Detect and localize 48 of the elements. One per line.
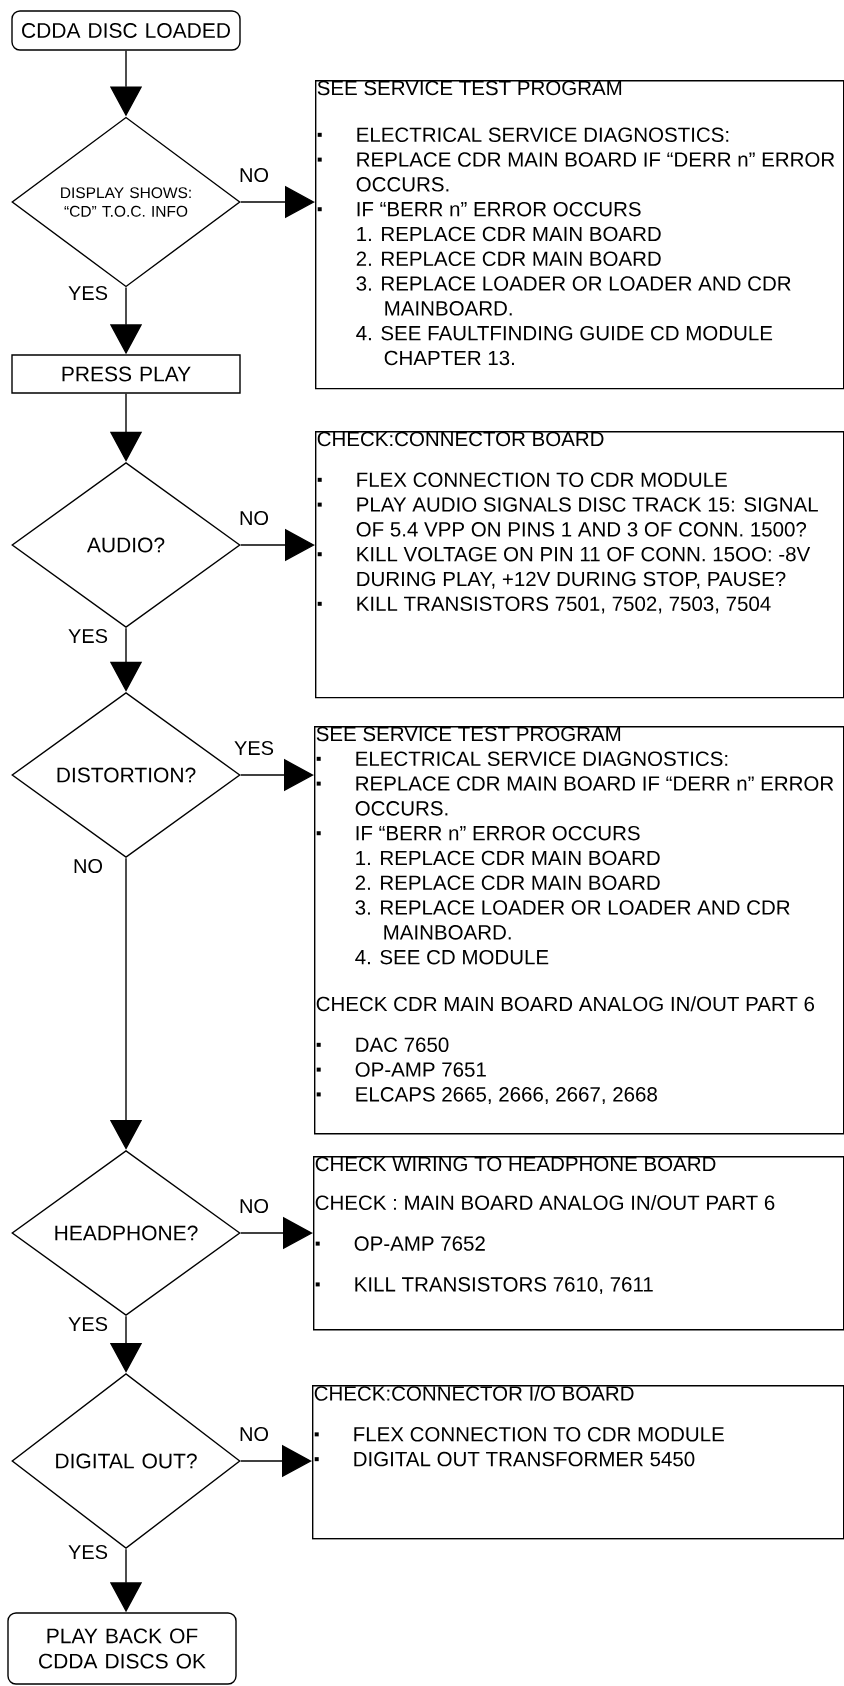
list-item: IF “BERR n” ERROR OCCURS bbox=[317, 201, 641, 217]
heading-text: CHECK : MAIN BOARD ANALOG IN/OUT PART 6 bbox=[315, 1194, 775, 1211]
list-item: OP-AMP 7652 bbox=[315, 1236, 485, 1251]
list-item: 4. SEE CD MODULE bbox=[355, 949, 549, 965]
edge-label: NO bbox=[240, 510, 269, 526]
note-box bbox=[315, 431, 844, 699]
list-item: 4. SEE FAULTFINDING GUIDE CD MODULE CHAPTER 13. bbox=[356, 325, 773, 366]
process-box: PRESS PLAY bbox=[11, 354, 241, 394]
edge-label: YES bbox=[68, 1316, 108, 1332]
list-item: PLAY AUDIO SIGNALS DISC TRACK 15: SIGNAL OF 5.4 VPP ON PINS 1 AND 3 OF CONN. 1500? bbox=[317, 497, 818, 537]
note-box bbox=[315, 80, 844, 390]
edge-label: NO bbox=[240, 167, 269, 183]
list-item: DAC 7650 bbox=[316, 1037, 449, 1053]
edge-label: YES bbox=[68, 628, 108, 644]
list-item: ELCAPS 2665, 2666, 2667, 2668 bbox=[316, 1087, 657, 1105]
note-box bbox=[314, 726, 844, 1135]
list-item: 2. REPLACE CDR MAIN BOARD bbox=[356, 251, 661, 266]
edge-label: NO bbox=[240, 1198, 269, 1214]
list-item: 2. REPLACE CDR MAIN BOARD bbox=[355, 875, 660, 891]
list-item: KILL VOLTAGE ON PIN 11 OF CONN. 15OO: -8V DURING PLAY, +12V DURING STOP, PAUSE? bbox=[317, 546, 811, 589]
note-box bbox=[313, 1156, 844, 1331]
list-item: ELECTRICAL SERVICE DIAGNOSTICS: bbox=[316, 751, 728, 767]
list-item: 1. REPLACE CDR MAIN BOARD bbox=[356, 850, 660, 866]
list-item: 3. REPLACE LOADER OR LOADER AND CDR MAINBOARD. bbox=[355, 900, 790, 940]
list-item: KILL TRANSISTORS 7610, 7611 bbox=[315, 1277, 653, 1295]
edge-label: YES bbox=[68, 285, 108, 301]
list-item: IF “BERR n” ERROR OCCURS bbox=[316, 825, 640, 841]
list-item: KILL TRANSISTORS 7501, 7502, 7503, 7504 bbox=[317, 596, 771, 614]
note-box bbox=[312, 1385, 844, 1540]
heading-text: CHECK CDR MAIN BOARD ANALOG IN/OUT PART 6 bbox=[316, 996, 815, 1012]
edge-label: NO bbox=[240, 1426, 269, 1442]
list-item: 3. REPLACE LOADER OR LOADER AND CDR MAINBOARD. bbox=[356, 276, 791, 316]
heading-text: CHECK WIRING TO HEADPHONE BOARD bbox=[315, 1156, 716, 1172]
list-item: OP-AMP 7651 bbox=[316, 1062, 486, 1077]
list-item: FLEX CONNECTION TO CDR MODULE bbox=[317, 472, 727, 487]
list-item: REPLACE CDR MAIN BOARD IF “DERR n” ERROR OCCURS. bbox=[317, 152, 835, 192]
heading-text: SEE SERVICE TEST PROGRAM bbox=[317, 80, 622, 96]
heading-text: SEE SERVICE TEST PROGRAM bbox=[316, 726, 621, 742]
list-item: FLEX CONNECTION TO CDR MODULE bbox=[314, 1427, 724, 1442]
heading-text: CHECK:CONNECTOR BOARD bbox=[317, 431, 604, 447]
terminal-box: PLAY BACK OF CDDA DISCS OK bbox=[7, 1612, 237, 1685]
heading-text: CHECK:CONNECTOR I/O BOARD bbox=[314, 1385, 634, 1401]
list-item: ELECTRICAL SERVICE DIAGNOSTICS: bbox=[317, 127, 729, 142]
list-item: 1. REPLACE CDR MAIN BOARD bbox=[357, 226, 661, 242]
list-item: DIGITAL OUT TRANSFORMER 5450 bbox=[314, 1451, 695, 1467]
edge-label: NO bbox=[74, 858, 103, 874]
terminal-box: CDDA DISC LOADED bbox=[11, 10, 241, 51]
list-item: REPLACE CDR MAIN BOARD IF “DERR n” ERROR OCCURS. bbox=[316, 776, 834, 816]
